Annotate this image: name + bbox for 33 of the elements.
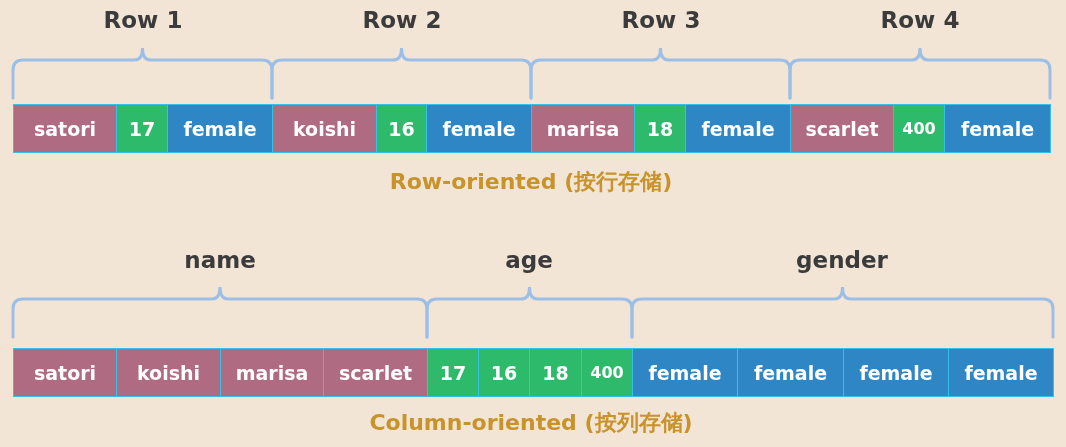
value-cell: satori xyxy=(13,104,117,153)
value-cell: female xyxy=(685,104,791,153)
value-cell: 400 xyxy=(581,348,633,397)
value-cell: 16 xyxy=(376,104,427,153)
group-heading: name xyxy=(184,247,256,275)
value-cell: 17 xyxy=(116,104,168,153)
value-cell: marisa xyxy=(220,348,324,397)
value-cell: female xyxy=(632,348,738,397)
value-cell: female xyxy=(944,104,1051,153)
caption: Column-oriented (按列存储) xyxy=(369,409,693,437)
value-cell: satori xyxy=(13,348,117,397)
value-cell: female xyxy=(843,348,949,397)
value-cell: scarlet xyxy=(323,348,428,397)
value-cell: 18 xyxy=(634,104,686,153)
value-cell: 17 xyxy=(427,348,479,397)
value-cell: 18 xyxy=(529,348,582,397)
value-cell: koishi xyxy=(272,104,377,153)
value-cell: 16 xyxy=(478,348,530,397)
caption: Row-oriented (按行存储) xyxy=(389,168,673,196)
group-heading: Row 1 xyxy=(103,7,183,35)
value-cell: scarlet xyxy=(790,104,894,153)
group-heading: Row 2 xyxy=(362,7,442,35)
value-cell: female xyxy=(167,104,273,153)
group-heading: age xyxy=(505,247,553,275)
value-cell: koishi xyxy=(116,348,221,397)
value-cell: female xyxy=(948,348,1054,397)
group-heading: gender xyxy=(796,247,888,275)
value-cell: female xyxy=(426,104,532,153)
group-heading: Row 3 xyxy=(621,7,701,35)
value-cell: marisa xyxy=(531,104,635,153)
group-heading: Row 4 xyxy=(880,7,960,35)
value-cell: 400 xyxy=(893,104,945,153)
value-cell: female xyxy=(737,348,844,397)
